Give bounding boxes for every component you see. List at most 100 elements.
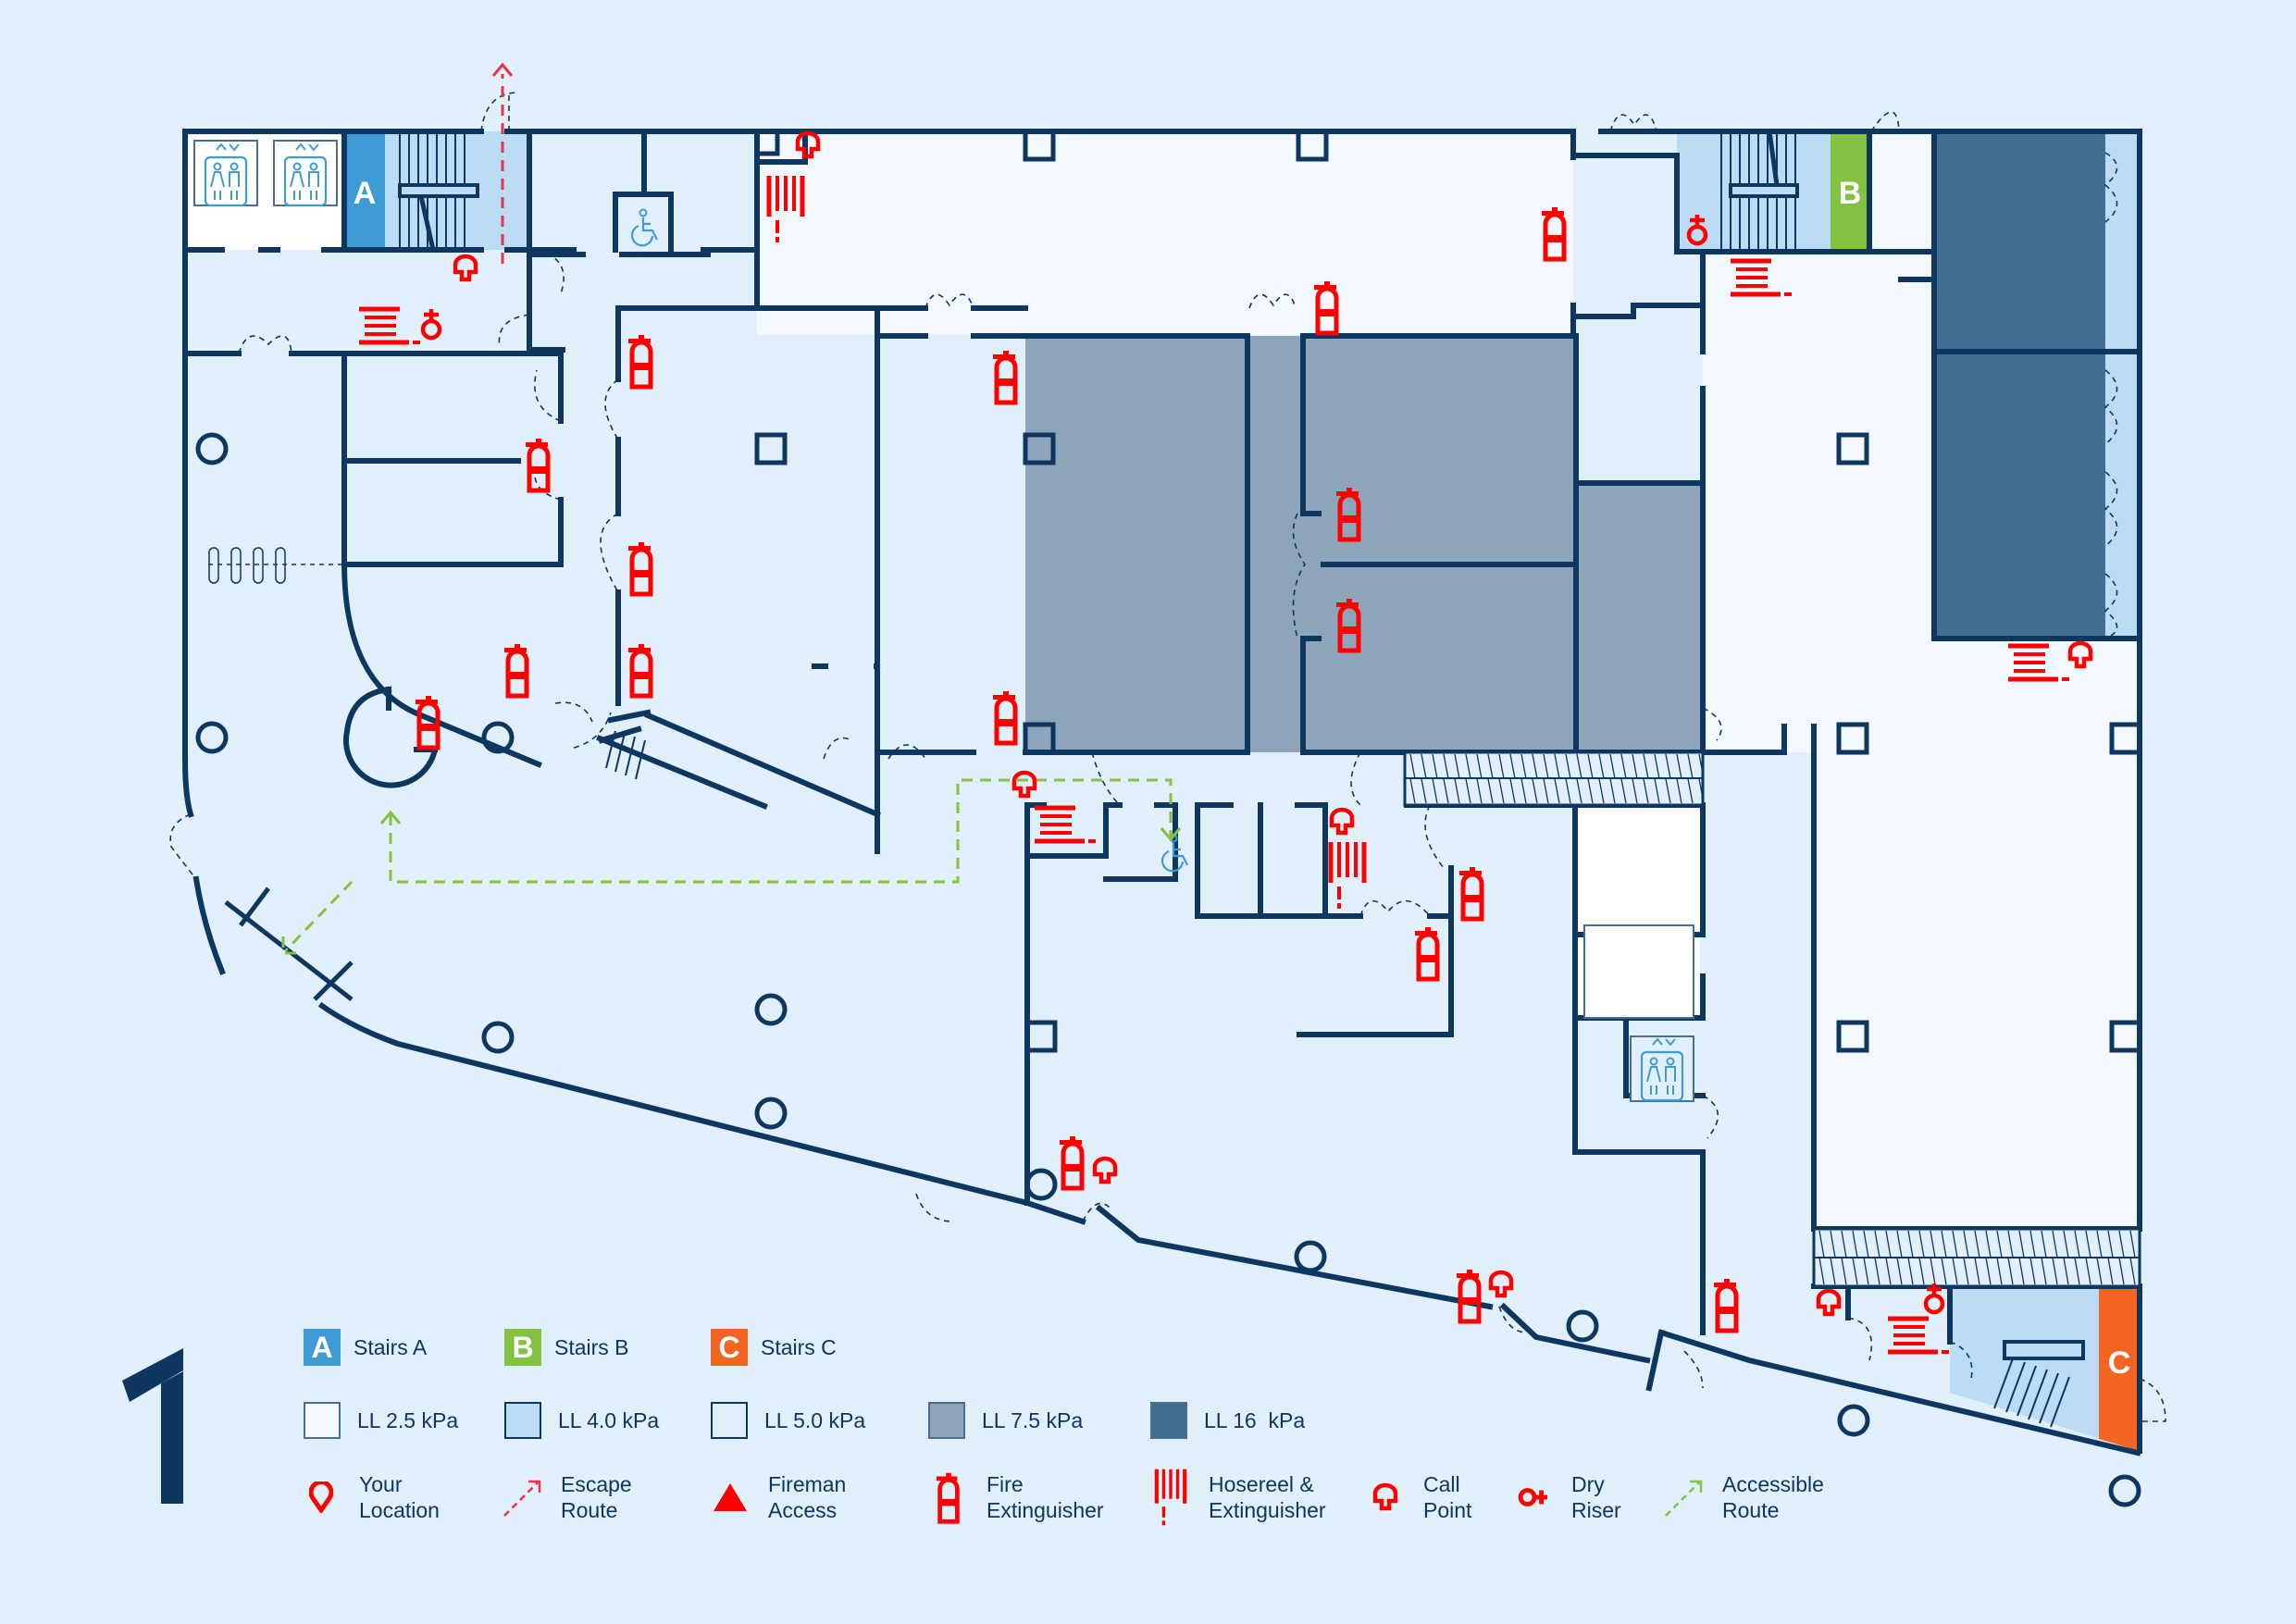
room-fills — [185, 131, 2140, 1451]
ramp-tread — [2096, 1230, 2103, 1258]
zone-ll-7-5-east — [1303, 336, 1576, 752]
ramp-tread — [2074, 1230, 2080, 1258]
ramp-tread — [1665, 778, 1671, 804]
ramp-tread — [1532, 753, 1538, 779]
legend-label: LL 16 kPa — [1204, 1408, 1306, 1432]
ramp-tread — [2085, 1230, 2091, 1258]
legend-label: Call — [1423, 1472, 1460, 1496]
accessible-route — [389, 778, 1173, 884]
ramp-tread — [1676, 778, 1682, 804]
ramp-tread — [1620, 778, 1627, 804]
ramp-tread — [1941, 1257, 1947, 1285]
ramp-tread — [1907, 1257, 1914, 1285]
ramp-tread — [1465, 753, 1471, 779]
ramp-tread — [2118, 1230, 2125, 1258]
ramp-tread — [1465, 778, 1471, 804]
ramp-tread — [1830, 1230, 1836, 1258]
legend-label: Dry — [1571, 1472, 1605, 1496]
ramp-tread — [1687, 778, 1694, 804]
ramp-tread — [1487, 778, 1494, 804]
ramp-tread — [1963, 1230, 1969, 1258]
ramp-tread — [1896, 1230, 1903, 1258]
ramp-tread — [1996, 1230, 2003, 1258]
legend-label: Your — [359, 1472, 403, 1496]
stair-b-letter: B — [1839, 176, 1862, 211]
ramp-tread — [1930, 1257, 1936, 1285]
dry-riser-icon — [1510, 1474, 1557, 1520]
legend-ll-5-0: LL 5.0 kPa — [711, 1402, 865, 1439]
ramp-tread — [1896, 1257, 1903, 1285]
ramp-tread — [1587, 778, 1594, 804]
ramp-tread — [1409, 778, 1416, 804]
ramp-tread — [2018, 1230, 2025, 1258]
ramp-tread — [1841, 1257, 1847, 1285]
zone-ll-5-0 — [185, 131, 2140, 1444]
legend-label: Escape — [561, 1472, 632, 1496]
ramp-tread — [1487, 753, 1494, 779]
ramp-tread — [2007, 1230, 2014, 1258]
ramp-tread — [2129, 1230, 2136, 1258]
ll-16-swatch — [1150, 1402, 1187, 1439]
legend-label: Riser — [1571, 1498, 1621, 1522]
ramp-tread — [2052, 1257, 2058, 1285]
ramp-tread — [1476, 753, 1483, 779]
ramp-tread — [1476, 778, 1483, 804]
ramp-tread — [1432, 753, 1438, 779]
ramp-tread — [2018, 1257, 2025, 1285]
ramp-tread — [2007, 1257, 2014, 1285]
zone-ll-7-5-west — [1025, 336, 1247, 752]
ramp-tread — [1409, 753, 1416, 779]
ramp-tread — [1952, 1230, 1958, 1258]
stairs-c-swatch: C — [711, 1329, 748, 1366]
ramp-tread — [2107, 1230, 2114, 1258]
ramp-tread — [1509, 753, 1516, 779]
zone-ll-16 — [1934, 131, 2105, 638]
ramp-tread — [1985, 1230, 1992, 1258]
ramp-tread — [1565, 778, 1571, 804]
ramp-tread — [1421, 778, 1427, 804]
ramp-tread — [1698, 778, 1705, 804]
ramp-ticks — [1409, 753, 2136, 1285]
ramp-tread — [1498, 778, 1505, 804]
legend-ll-4-0: LL 4.0 kPa — [504, 1402, 659, 1439]
ramp-tread — [1974, 1257, 1980, 1285]
ramp-tread — [1852, 1257, 1858, 1285]
legend-label: Access — [768, 1498, 838, 1522]
legend-label: Fireman — [768, 1472, 847, 1496]
ramp-tread — [1874, 1230, 1880, 1258]
ramp-tread — [1643, 753, 1649, 779]
legend-ll-2-5: LL 2.5 kPa — [304, 1402, 458, 1439]
ramp-tread — [2085, 1257, 2091, 1285]
ramp-tread — [1576, 753, 1582, 779]
ramp-tread — [2063, 1230, 2069, 1258]
ramp-tread — [2129, 1257, 2136, 1285]
ramp-tread — [1520, 753, 1527, 779]
fireman-access-triangle-icon — [707, 1474, 753, 1520]
ramp-tread — [2118, 1257, 2125, 1285]
ramp-tread — [2107, 1257, 2114, 1285]
ramp-tread — [1443, 753, 1449, 779]
ramp-tread — [1930, 1230, 1936, 1258]
bollards — [208, 547, 286, 584]
ramp-tread — [2041, 1230, 2047, 1258]
ramp-tread — [1509, 778, 1516, 804]
stair-a-marker — [344, 131, 385, 250]
ramp-tread — [1907, 1230, 1914, 1258]
ramp-tread — [1918, 1257, 1925, 1285]
ramp-tread — [1609, 753, 1616, 779]
ramp-tread — [1963, 1257, 1969, 1285]
ll-5-0-swatch — [711, 1402, 748, 1439]
ramp-tread — [1665, 753, 1671, 779]
ramp-tread — [1576, 778, 1582, 804]
legend-label: Location — [359, 1498, 440, 1522]
legend-stairs-a: A Stairs A — [304, 1329, 427, 1366]
ramp-tread — [1587, 753, 1594, 779]
ramp-tread — [1918, 1230, 1925, 1258]
legend-stairs-b: B Stairs B — [504, 1329, 629, 1366]
legend-label: Stairs B — [554, 1335, 629, 1359]
